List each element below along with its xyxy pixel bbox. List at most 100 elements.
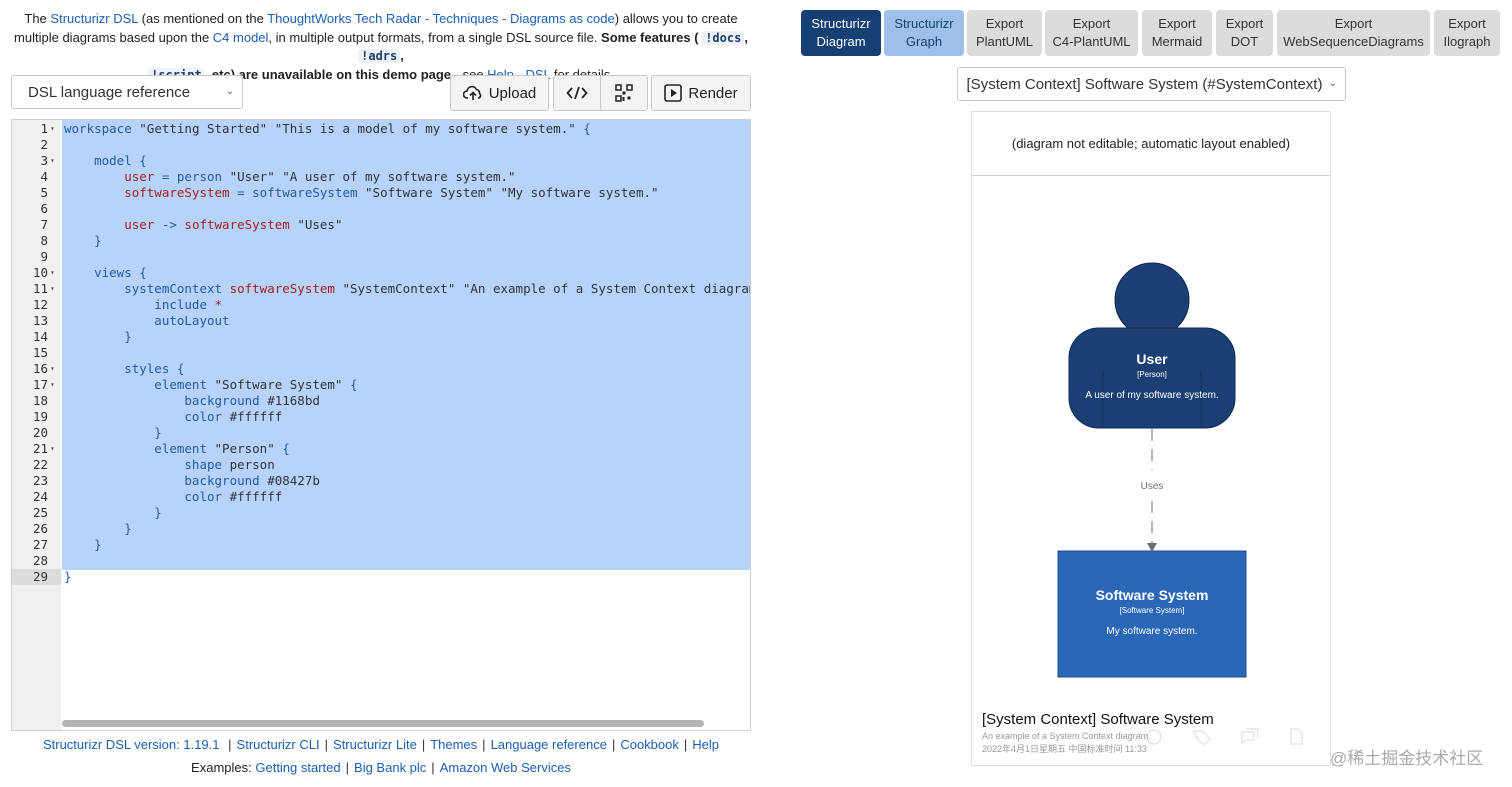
code-line[interactable]: 7 user -> softwareSystem "Uses" bbox=[12, 217, 750, 233]
footer-link[interactable]: Themes bbox=[430, 737, 478, 752]
code-line[interactable]: 1▾workspace "Getting Started" "This is a… bbox=[12, 121, 750, 137]
code-line[interactable]: 21▾ element "Person" { bbox=[12, 441, 750, 457]
code-line[interactable]: 6 bbox=[12, 201, 750, 217]
tab-label-line1: Export bbox=[1158, 16, 1196, 31]
code-token: autoLayout bbox=[64, 313, 230, 328]
separator: | bbox=[345, 760, 350, 775]
embed-code-button[interactable] bbox=[553, 75, 601, 111]
separator: | bbox=[431, 760, 435, 775]
dsl-code-editor[interactable]: 1▾workspace "Getting Started" "This is a… bbox=[11, 119, 751, 731]
code-token: -> bbox=[161, 217, 185, 232]
comment-icon[interactable] bbox=[1241, 728, 1259, 745]
footer-link[interactable]: Structurizr Lite bbox=[333, 737, 417, 752]
footer-link[interactable]: Structurizr CLI bbox=[236, 737, 320, 752]
chevron-down-icon: ⌄ bbox=[1328, 78, 1337, 89]
code-token: "Person" bbox=[214, 441, 283, 456]
fold-arrow-icon[interactable]: ▾ bbox=[50, 156, 55, 165]
fold-arrow-icon[interactable]: ▾ bbox=[50, 444, 55, 453]
footer-link[interactable]: Language reference bbox=[490, 737, 607, 752]
document-icon[interactable] bbox=[1290, 728, 1303, 745]
fold-arrow-icon[interactable]: ▾ bbox=[50, 284, 55, 293]
code-line[interactable]: 16▾ styles { bbox=[12, 361, 750, 377]
fold-arrow-icon[interactable]: ▾ bbox=[50, 364, 55, 373]
line-code: } bbox=[64, 233, 102, 249]
person-head[interactable] bbox=[1114, 262, 1190, 338]
separator: | bbox=[324, 737, 328, 752]
line-number: 25 bbox=[32, 505, 48, 520]
render-button[interactable]: Render bbox=[651, 75, 751, 111]
code-line[interactable]: 15 bbox=[12, 345, 750, 361]
cloud-upload-icon bbox=[462, 85, 482, 100]
code-line[interactable]: 18 background #1168bd bbox=[12, 393, 750, 409]
code-line[interactable]: 10▾ views { bbox=[12, 265, 750, 281]
code-line[interactable]: 22 shape person bbox=[12, 457, 750, 473]
dsl-version-link[interactable]: Structurizr DSL version: 1.19.1 bbox=[42, 737, 220, 752]
code-line[interactable]: 27 } bbox=[12, 537, 750, 553]
tab-label-line2: Mermaid bbox=[1151, 34, 1203, 49]
line-number: 1 bbox=[40, 121, 48, 136]
fold-arrow-icon[interactable]: ▾ bbox=[50, 268, 55, 277]
code-line[interactable]: 26 } bbox=[12, 521, 750, 537]
code-line[interactable]: 29} bbox=[12, 569, 750, 585]
code-line[interactable]: 28 bbox=[12, 553, 750, 569]
tag-icon[interactable] bbox=[1192, 730, 1212, 747]
language-reference-select[interactable]: DSL language reference ⌄ bbox=[11, 75, 243, 109]
example-link[interactable]: Getting started bbox=[255, 760, 341, 775]
code-token: person bbox=[229, 457, 275, 472]
horizontal-scrollbar[interactable] bbox=[62, 720, 704, 727]
line-number: 10 bbox=[32, 265, 48, 280]
tab-label-line2: DOT bbox=[1230, 34, 1259, 49]
tech-radar-link[interactable]: ThoughtWorks Tech Radar - Techniques - D… bbox=[267, 11, 615, 26]
fold-arrow-icon[interactable]: ▾ bbox=[50, 124, 55, 133]
code-line[interactable]: 9 bbox=[12, 249, 750, 265]
code-line[interactable]: 4 user = person "User" "A user of my sof… bbox=[12, 169, 750, 185]
code-line[interactable]: 11▾ systemContext softwareSystem "System… bbox=[12, 281, 750, 297]
code-line[interactable]: 25 } bbox=[12, 505, 750, 521]
info-icon[interactable] bbox=[1146, 729, 1162, 745]
code-line[interactable]: 23 background #08427b bbox=[12, 473, 750, 489]
code-line[interactable]: 12 include * bbox=[12, 297, 750, 313]
line-number: 19 bbox=[32, 409, 48, 424]
code-line[interactable]: 19 color #ffffff bbox=[12, 409, 750, 425]
view-select[interactable]: [System Context] Software System (#Syste… bbox=[957, 67, 1346, 101]
code-line[interactable]: 13 autoLayout bbox=[12, 313, 750, 329]
person-element[interactable] bbox=[1068, 327, 1236, 429]
example-link[interactable]: Big Bank plc bbox=[354, 760, 427, 775]
code-line[interactable]: 2 bbox=[12, 137, 750, 153]
qr-code-button[interactable] bbox=[600, 75, 648, 111]
person-type: [Person] bbox=[1137, 370, 1167, 379]
line-number: 13 bbox=[32, 313, 48, 328]
code-token: shape bbox=[64, 457, 230, 472]
footer-link[interactable]: Cookbook bbox=[620, 737, 679, 752]
fold-arrow-icon[interactable]: ▾ bbox=[50, 380, 55, 389]
separator: | bbox=[228, 737, 232, 752]
example-link[interactable]: Amazon Web Services bbox=[439, 760, 571, 775]
code-line[interactable]: 17▾ element "Software System" { bbox=[12, 377, 750, 393]
software-system-element[interactable] bbox=[1057, 550, 1247, 678]
upload-button[interactable]: Upload bbox=[450, 75, 549, 111]
diagram-canvas[interactable]: User [Person] A user of my software syst… bbox=[971, 176, 1331, 766]
c4-model-link[interactable]: C4 model bbox=[212, 29, 269, 45]
code-line[interactable]: 3▾ model { bbox=[12, 153, 750, 169]
code-line[interactable]: 14 } bbox=[12, 329, 750, 345]
diagram-toolbar bbox=[1146, 728, 1303, 747]
line-code: } bbox=[64, 569, 72, 585]
line-number: 15 bbox=[32, 345, 48, 360]
code-token: } bbox=[64, 233, 102, 248]
code-line[interactable]: 5 softwareSystem = softwareSystem "Softw… bbox=[12, 185, 750, 201]
structurizr-dsl-link[interactable]: Structurizr DSL bbox=[50, 11, 139, 26]
line-code: shape person bbox=[64, 457, 275, 473]
code-line[interactable]: 20 } bbox=[12, 425, 750, 441]
code-line[interactable]: 8 } bbox=[12, 233, 750, 249]
code-line[interactable]: 24 color #ffffff bbox=[12, 489, 750, 505]
code-token: background bbox=[64, 393, 268, 408]
footer-link[interactable]: Help bbox=[692, 737, 720, 752]
